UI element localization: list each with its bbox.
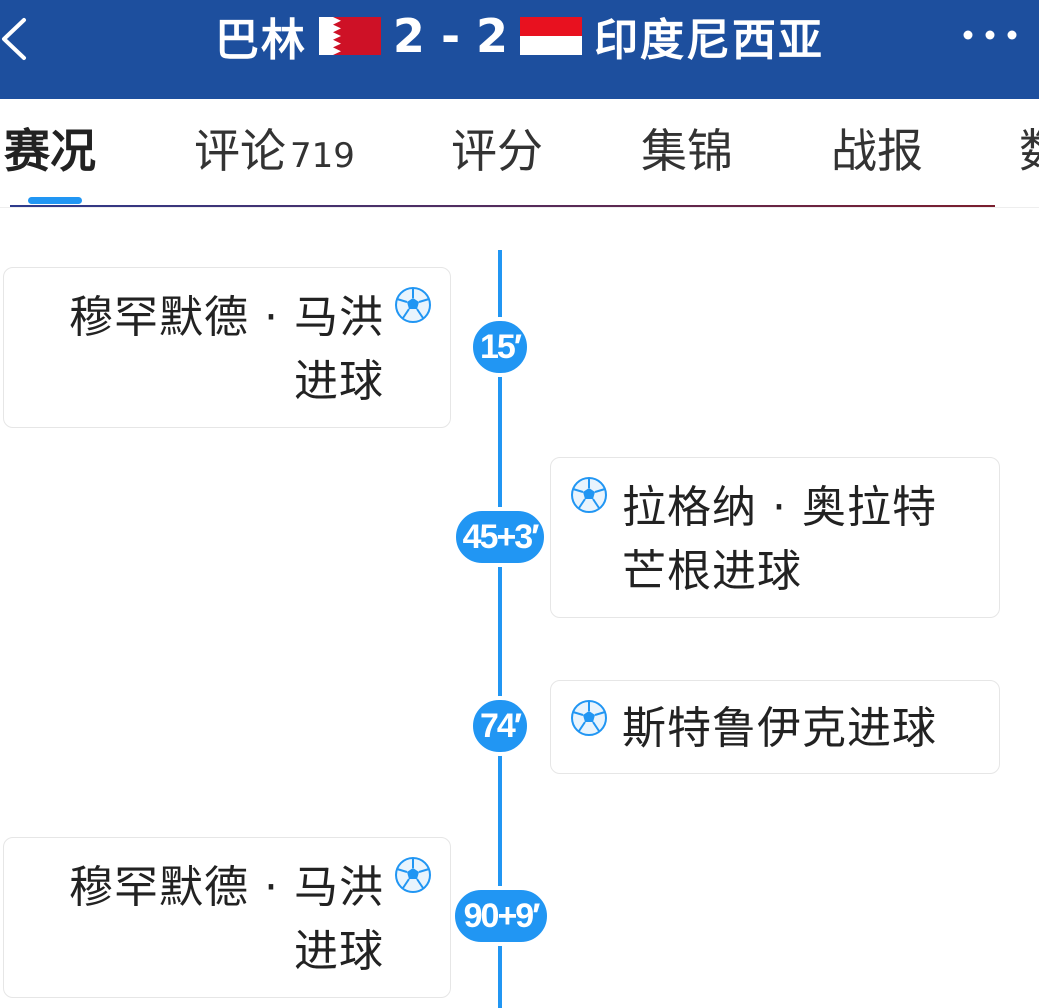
tab-label: 集锦 <box>641 124 733 178</box>
event-player-line: 拉格纳 · 奥拉特 <box>622 482 937 533</box>
event-card-home[interactable]: 穆罕默德 · 马洪 进球 <box>3 267 451 428</box>
tab-label: 战报 <box>831 124 923 178</box>
event-card-away[interactable]: 拉格纳 · 奥拉特 芒根进球 <box>550 457 1000 618</box>
tab-report[interactable]: 战报 <box>831 121 923 181</box>
tab-label: 评论 <box>194 124 286 178</box>
home-team-name[interactable]: 巴林 <box>214 15 307 66</box>
match-score: 2 - 2 <box>392 9 509 63</box>
tab-label: 评分 <box>451 124 543 178</box>
chevron-left-icon[interactable] <box>0 14 30 64</box>
more-dots-icon[interactable] <box>960 25 1020 45</box>
event-card-away[interactable]: 斯特鲁伊克进球 <box>550 680 1000 774</box>
timeline-line <box>498 250 502 1008</box>
indonesia-flag-icon <box>520 17 583 55</box>
comment-count: 719 <box>290 136 355 176</box>
minute-badge: 15′ <box>469 317 531 377</box>
soccer-ball-icon <box>571 477 607 513</box>
match-header: 巴林 2 - 2 印度尼西亚 <box>0 0 1039 99</box>
scoreline: 巴林 2 - 2 印度尼西亚 <box>0 0 1039 72</box>
soccer-ball-icon <box>395 857 431 893</box>
event-description-line: 进球 <box>294 926 384 977</box>
event-description-line: 芒根进球 <box>622 546 802 597</box>
tab-match-status[interactable]: 赛况 <box>4 121 96 181</box>
away-team-name[interactable]: 印度尼西亚 <box>594 15 825 66</box>
minute-badge: 90+9′ <box>451 886 551 946</box>
soccer-ball-icon <box>571 700 607 736</box>
event-player-line: 斯特鲁伊克进球 <box>622 703 937 754</box>
event-player-line: 穆罕默德 · 马洪 <box>69 862 384 913</box>
tab-divider <box>10 205 995 207</box>
tab-ratings[interactable]: 评分 <box>451 121 543 181</box>
event-card-home[interactable]: 穆罕默德 · 马洪 进球 <box>3 837 451 998</box>
event-description-line: 进球 <box>294 356 384 407</box>
soccer-ball-icon <box>395 287 431 323</box>
minute-badge: 74′ <box>469 696 531 756</box>
minute-badge: 45+3′ <box>452 507 548 567</box>
tab-label: 数 <box>1019 124 1039 178</box>
event-player-line: 穆罕默德 · 马洪 <box>69 292 384 343</box>
bahrain-flag-icon <box>318 17 381 55</box>
tab-highlights[interactable]: 集锦 <box>641 121 733 181</box>
tab-stats[interactable]: 数 <box>1019 121 1039 181</box>
tab-label: 赛况 <box>4 124 96 178</box>
active-tab-indicator <box>28 197 82 204</box>
